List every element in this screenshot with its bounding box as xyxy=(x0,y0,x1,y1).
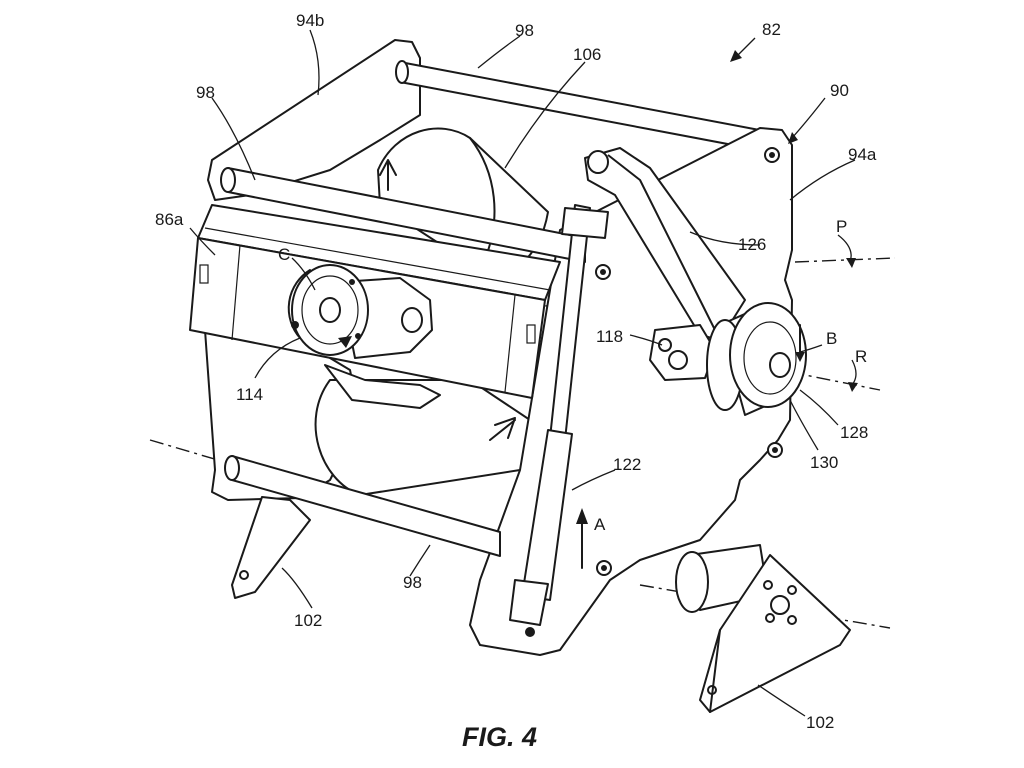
foot-102-right xyxy=(675,544,851,713)
label-p: P xyxy=(836,217,847,236)
pivot-118 xyxy=(649,324,716,381)
label-98-left: 98 xyxy=(196,83,215,102)
label-114: 114 xyxy=(236,385,263,404)
bolts xyxy=(595,147,783,576)
label-130: 130 xyxy=(810,453,838,472)
side-plate-94b xyxy=(207,39,421,201)
label-a: A xyxy=(594,515,606,534)
label-98-bottom: 98 xyxy=(403,573,422,592)
reference-labels: 82 90 94a 94b 98 98 98 106 86a C 114 126… xyxy=(155,11,877,732)
label-118: 118 xyxy=(596,327,623,346)
label-b: B xyxy=(826,329,837,348)
foot-102-left xyxy=(231,496,311,599)
wheel-130 xyxy=(706,302,807,416)
label-82: 82 xyxy=(762,20,781,39)
label-90: 90 xyxy=(830,81,849,100)
figure-caption: FIG. 4 xyxy=(462,722,537,752)
rod-98-bottom xyxy=(224,455,501,557)
label-102-left: 102 xyxy=(294,611,322,630)
foot-left-hole xyxy=(239,570,249,580)
actuator-122 xyxy=(509,204,609,637)
label-94b: 94b xyxy=(296,11,324,30)
label-128: 128 xyxy=(840,423,868,442)
label-c: C xyxy=(278,245,290,264)
label-106: 106 xyxy=(573,45,601,64)
label-r: R xyxy=(855,347,867,366)
label-86a: 86a xyxy=(155,210,184,229)
lower-bracket xyxy=(324,364,441,409)
label-102-right: 102 xyxy=(806,713,834,732)
label-126: 126 xyxy=(738,235,766,254)
label-94a: 94a xyxy=(848,145,877,164)
crank-arm-126 xyxy=(584,147,746,341)
leader-lines xyxy=(189,29,858,717)
arrow-a xyxy=(576,508,588,569)
label-122: 122 xyxy=(613,455,641,474)
label-98-top: 98 xyxy=(515,21,534,40)
motor-114 xyxy=(287,264,433,359)
axis-line-p xyxy=(794,257,896,263)
